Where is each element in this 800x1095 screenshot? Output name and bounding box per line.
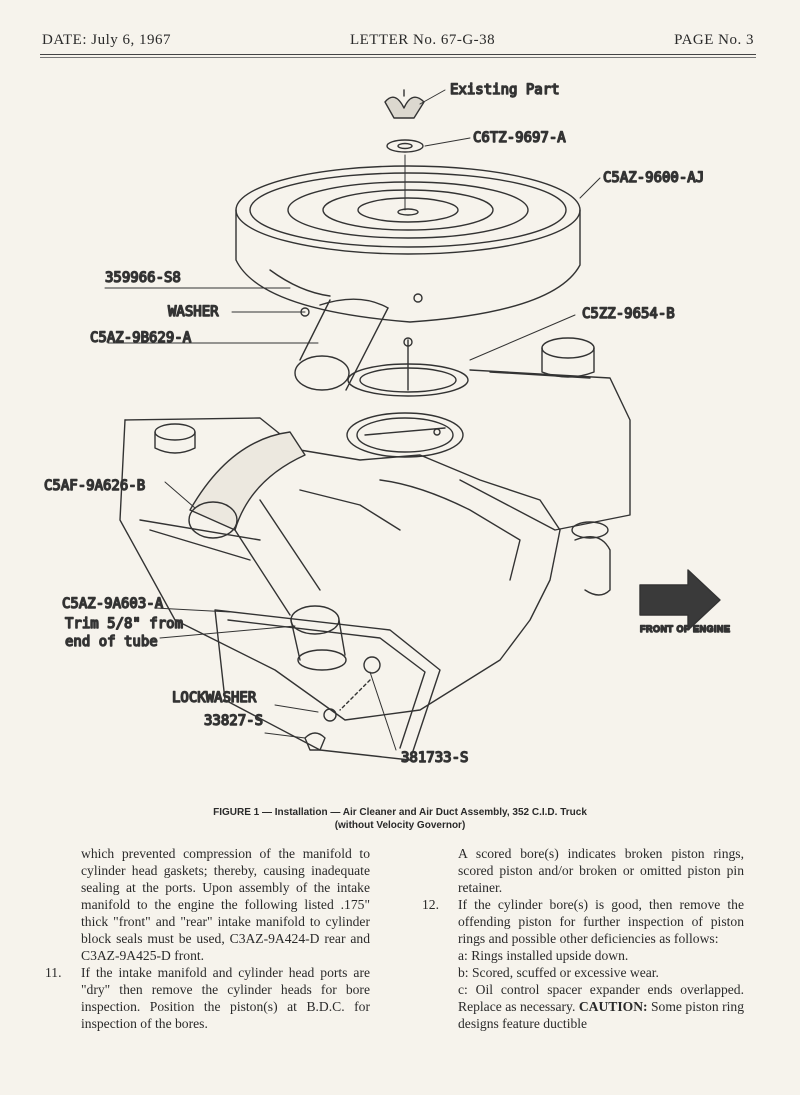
valve-cover-right-drawing (459, 337, 631, 531)
label-c5az-9a603: C5AZ-9A603-A (62, 596, 164, 612)
label-lockwasher: LOCKWASHER (172, 690, 257, 706)
item-11: 11. If the intake manifold and cylinder … (45, 964, 370, 1032)
label-c5zz: C5ZZ-9654-B (582, 306, 675, 322)
item-12-text: If the cylinder bore(s) is good, then re… (458, 897, 744, 946)
exhaust-elbow-drawing (571, 521, 611, 596)
header-date: DATE: July 6, 1967 (42, 32, 171, 48)
gasket-drawing (347, 337, 469, 397)
manifold-plate-drawing (214, 609, 441, 761)
engine-assembly-figure: Existing Part C6TZ-9697-A C5AZ-9600-AJ 3… (43, 81, 731, 766)
sub-item-c-text: c: Oil control spacer expander ends over… (458, 982, 744, 1014)
label-c5az-9600: C5AZ-9600-AJ (603, 170, 704, 186)
header-letter: LETTER No. 67-G-38 (349, 32, 496, 48)
figure-caption: FIGURE 1 — Installation — Air Cleaner an… (0, 806, 800, 832)
item-12-number: 12. (422, 897, 439, 912)
nut-drawing (304, 732, 326, 751)
header-page: PAGE No. 3 (674, 32, 754, 48)
engine-block-drawing (119, 417, 561, 721)
left-column: which prevented compression of the manif… (45, 845, 370, 1032)
left-paragraph: which prevented compression of the manif… (81, 846, 370, 963)
caution-label: CAUTION: (578, 999, 648, 1014)
label-c6tz: C6TZ-9697-A (473, 130, 566, 146)
air-cleaner-drawing (235, 165, 581, 323)
washer-drawing (386, 139, 424, 153)
label-33827: 33827-S (204, 713, 263, 729)
right-column: A scored bore(s) indicates broken piston… (422, 845, 744, 1032)
carburetor-drawing (346, 412, 464, 458)
oil-filler-cap-drawing (154, 423, 196, 441)
tube-drawing (290, 605, 347, 671)
label-front-of-engine: FRONT OF ENGINE (640, 624, 731, 634)
item-11-text: If the intake manifold and cylinder head… (81, 965, 370, 1031)
label-trim-line1: Trim 5/8" from (65, 616, 183, 632)
right-paragraph: A scored bore(s) indicates broken piston… (458, 846, 744, 895)
header-rule-secondary (40, 57, 756, 58)
caution-text: Some piston ring designs feature ductibl… (458, 999, 744, 1031)
front-arrow-icon (639, 569, 721, 631)
header-rule (40, 54, 756, 55)
sub-item-b: b: Scored, scuffed or excessive wear. (458, 965, 659, 980)
label-381733: 381733-S (401, 750, 468, 766)
item-12-body: If the cylinder bore(s) is good, then re… (458, 896, 744, 1032)
label-359966: 359966-S8 (105, 270, 181, 286)
label-c5az-9b629: C5AZ-9B629-A (90, 330, 192, 346)
label-washer: WASHER (168, 304, 219, 320)
sub-item-a: a: Rings installed upside down. (458, 948, 629, 963)
item-12: 12. If the cylinder bore(s) is good, the… (422, 896, 744, 1032)
leader-lines (104, 89, 601, 751)
lockwasher-drawing (323, 708, 337, 722)
item-11-number: 11. (45, 965, 62, 980)
caption-line2: (without Velocity Governor) (334, 820, 466, 831)
sub-item-c: c: Oil control spacer expander ends over… (458, 981, 744, 1032)
label-c5af: C5AF-9A626-B (44, 478, 145, 494)
air-duct-upper-drawing (294, 293, 423, 391)
page-header: DATE: July 6, 1967 LETTER No. 67-G-38 PA… (42, 32, 754, 49)
label-existing-part: Existing Part (450, 82, 560, 98)
label-trim-line2: end of tube (65, 634, 158, 650)
air-duct-lower-drawing (188, 431, 321, 616)
wing-nut-drawing (384, 89, 425, 119)
caption-line1: FIGURE 1 — Installation — Air Cleaner an… (213, 807, 587, 818)
